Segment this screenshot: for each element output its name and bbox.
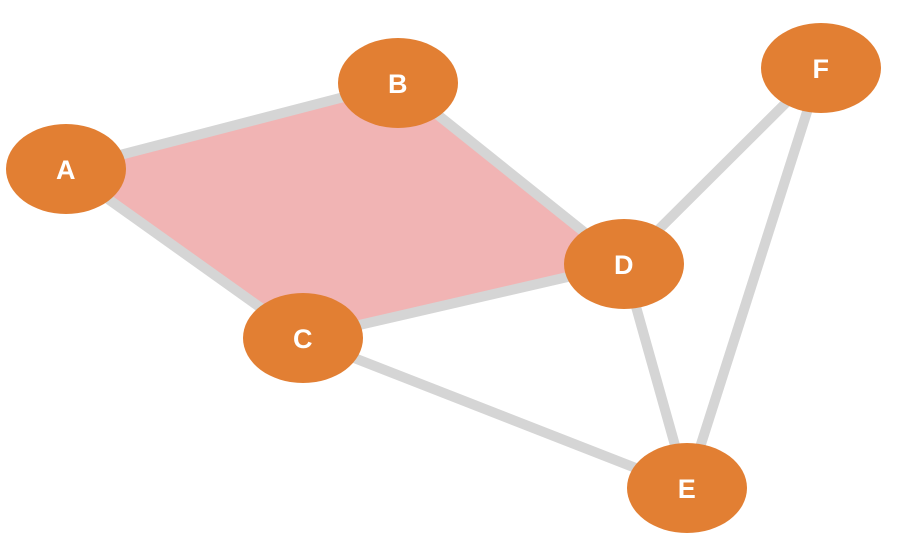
node-f-label: F <box>813 54 830 84</box>
node-b-label: B <box>388 69 408 99</box>
node-f[interactable]: F <box>761 23 881 113</box>
node-d-ellipse[interactable] <box>564 219 684 309</box>
node-d-label: D <box>614 250 634 280</box>
edge-e-f[interactable] <box>682 66 826 490</box>
node-e-ellipse[interactable] <box>627 443 747 533</box>
node-layer: A B C D E F <box>6 23 881 533</box>
node-c-label: C <box>293 324 313 354</box>
node-e[interactable]: E <box>627 443 747 533</box>
node-d[interactable]: D <box>564 219 684 309</box>
edge-c-e[interactable] <box>301 333 689 493</box>
node-a-label: A <box>56 155 76 185</box>
node-a[interactable]: A <box>6 124 126 214</box>
node-f-ellipse[interactable] <box>761 23 881 113</box>
node-c[interactable]: C <box>243 293 363 383</box>
node-c-ellipse[interactable] <box>243 293 363 383</box>
node-b[interactable]: B <box>338 38 458 128</box>
highlight-region-cycle-abdc <box>66 83 624 338</box>
node-b-ellipse[interactable] <box>338 38 458 128</box>
node-e-label: E <box>678 474 697 504</box>
node-a-ellipse[interactable] <box>6 124 126 214</box>
